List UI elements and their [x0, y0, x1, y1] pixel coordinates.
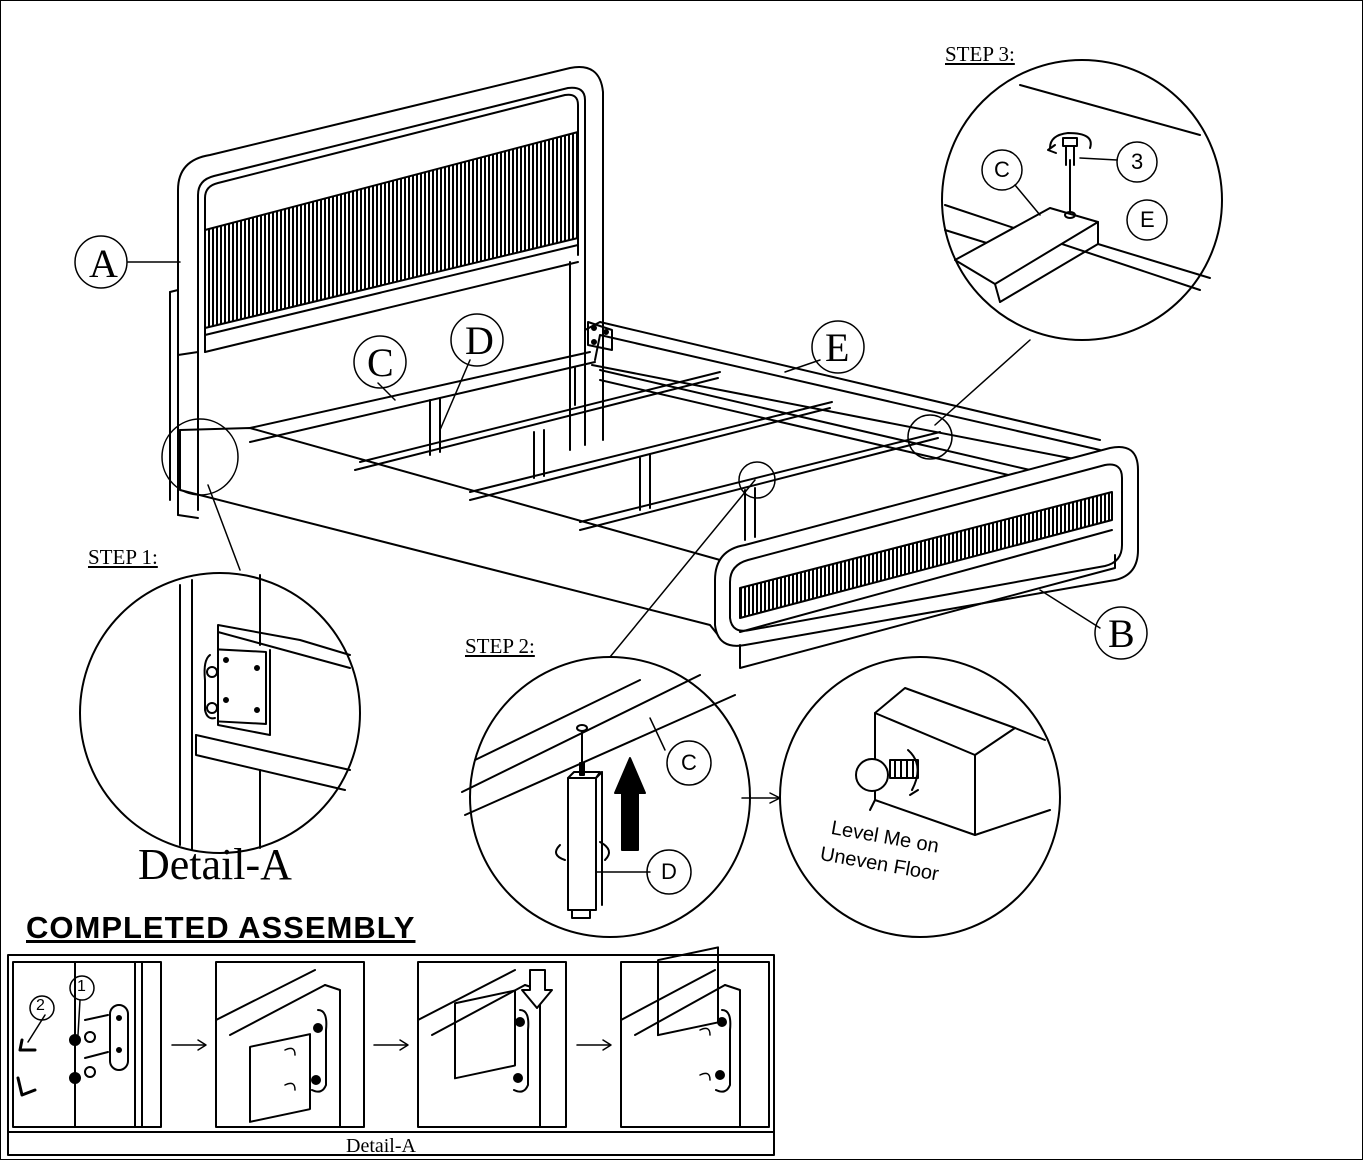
detail-a-title: Detail-A [138, 840, 292, 889]
sequence-label-2: 2 [36, 997, 45, 1014]
step3-heading: STEP 3: [945, 42, 1015, 66]
step3-detail [941, 59, 1223, 341]
completed-assembly-panel [7, 946, 775, 1156]
step1-detail [79, 572, 361, 854]
leveler-detail [779, 656, 1061, 938]
step2-heading: STEP 2: [465, 634, 535, 658]
headboard [169, 66, 604, 519]
leader-lines [127, 261, 1101, 804]
step2-detail [461, 656, 751, 938]
step2-label-d: D [661, 859, 677, 884]
step3-label-c: C [994, 157, 1010, 182]
part-label-b: B [1108, 611, 1135, 656]
part-label-c: C [367, 340, 394, 385]
detail-a-caption: Detail-A [346, 1135, 416, 1157]
part-label-e: E [825, 325, 850, 370]
sequence-label-1: 1 [77, 978, 86, 995]
completed-assembly-heading: COMPLETED ASSEMBLY [26, 910, 416, 945]
step3-label-e: E [1140, 207, 1155, 232]
part-label-d: D [465, 318, 494, 363]
detail-markers [161, 414, 953, 499]
footboard [714, 446, 1139, 669]
part-callout-circles [74, 235, 1148, 660]
step1-heading: STEP 1: [88, 545, 158, 569]
center-rail-and-slats [354, 367, 1031, 541]
step2-label-c: C [681, 750, 697, 775]
step3-label-3: 3 [1131, 149, 1144, 174]
part-label-a: A [89, 241, 118, 286]
